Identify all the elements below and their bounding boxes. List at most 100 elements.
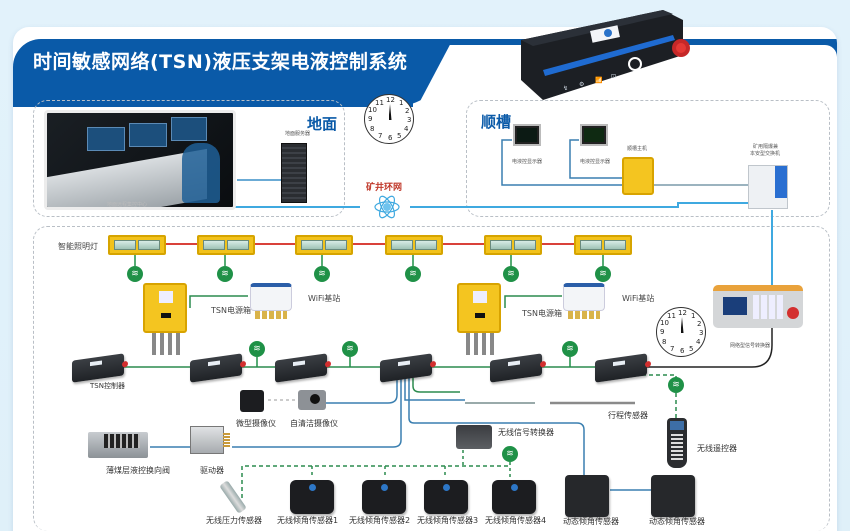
clock-hand (680, 317, 684, 333)
tsn-power-box (457, 283, 501, 333)
ground-zone-label: 地面 (307, 115, 338, 133)
lighting-lamp (484, 235, 542, 255)
clock-number: 5 (397, 132, 402, 140)
dynamic-tilt-sensor (651, 475, 695, 517)
wireless-signal-converter (456, 425, 492, 449)
trough-host-label: 顺槽主机 (627, 146, 648, 152)
clock-number: 7 (670, 345, 675, 353)
clock-number: 5 (689, 345, 694, 353)
clock-number: 4 (404, 125, 409, 133)
clock-number: 1 (691, 312, 696, 320)
tsn-controller-label: TSN控制器 (90, 382, 125, 390)
clock-number: 9 (368, 115, 373, 123)
clock-number: 6 (680, 347, 685, 355)
ring-network-label: 矿井环网 (366, 183, 403, 193)
wifi-base-station-connectors (568, 311, 600, 319)
wireless-tilt-sensor (424, 480, 468, 514)
wifi-icon: ≋ (502, 446, 518, 462)
lighting-lamp (108, 235, 166, 255)
clock-number: 11 (375, 99, 384, 107)
bottom-clock: 12 1 2 3 4 5 6 7 8 9 10 11 (656, 307, 706, 357)
clock-hand (388, 104, 392, 120)
wireless-tilt-sensor (362, 480, 406, 514)
wireless-remote-label: 无线遥控器 (697, 444, 737, 453)
svg-text:⊡: ⊡ (611, 73, 616, 80)
wireless-signal-converter-label: 无线信号转换器 (498, 428, 554, 437)
tsn-controller-product-image: ↯ ⚙ 📶 ⊡ (513, 0, 691, 100)
clock-number: 8 (662, 338, 667, 346)
lighting-lamp (385, 235, 443, 255)
control-room-image: 地面远程集控中心 (44, 110, 236, 210)
clock-number: 7 (378, 132, 383, 140)
self-cleaning-camera (298, 390, 326, 410)
tsn-power-box-label: TSN电源箱 (211, 306, 251, 315)
power-box-cables (466, 333, 496, 355)
clock-number: 3 (407, 116, 412, 124)
wifi-icon: ≋ (342, 341, 358, 357)
clock-number: 11 (667, 312, 676, 320)
ring-network-icon (374, 194, 400, 220)
ground-server-label: 地面服务器 (285, 131, 311, 137)
clock-number: 4 (696, 338, 701, 346)
wifi-base-station-label: WiFi基站 (308, 294, 341, 303)
wireless-tilt-sensor (290, 480, 334, 514)
wifi-base-station-label: WiFi基站 (622, 294, 655, 303)
wireless-tilt-sensor-label: 无线倾角传感器1 (277, 516, 339, 525)
trough-display-2 (580, 124, 608, 146)
wifi-base-station (250, 283, 292, 311)
lighting-lamp (295, 235, 353, 255)
tsn-power-box (143, 283, 187, 333)
driver-label: 驱动器 (200, 466, 224, 475)
driver (190, 426, 230, 454)
svg-text:📶: 📶 (595, 76, 603, 84)
dynamic-tilt-sensor-label: 动态倾角传感器 (563, 517, 619, 526)
trough-zone-label: 顺槽 (481, 113, 512, 131)
trough-display-2-label: 电液控显示器 (580, 159, 611, 165)
wireless-remote-control (667, 418, 687, 468)
wifi-icon: ≋ (405, 266, 421, 282)
network-signal-converter-label: 网络型信号转换器 (730, 343, 771, 349)
wireless-tilt-sensor-label: 无线倾角传感器3 (417, 516, 479, 525)
clock-number: 2 (405, 107, 410, 115)
wireless-pressure-sensor-label: 无线压力传感器 (206, 516, 262, 525)
trough-switch-label-line1: 矿用隔爆兼 (753, 144, 779, 150)
hydraulic-valve (88, 432, 148, 458)
wireless-tilt-sensor (492, 480, 536, 514)
top-clock: 12 1 2 3 4 5 6 7 8 9 10 11 (364, 94, 414, 144)
wifi-icon: ≋ (503, 266, 519, 282)
micro-camera-label: 微型摄像仪 (236, 419, 276, 428)
clock-number: 3 (699, 329, 704, 337)
trough-host (622, 157, 654, 195)
clock-number: 6 (388, 134, 393, 142)
power-box-cables (152, 333, 182, 355)
hydraulic-valve-label: 薄煤层液控换向阀 (106, 466, 170, 475)
clock-number: 12 (678, 309, 687, 317)
clock-number: 1 (399, 99, 404, 107)
title-banner-rule-end (823, 39, 837, 79)
wifi-base-station (563, 283, 605, 311)
lighting-lamp (574, 235, 632, 255)
wifi-base-station-connectors (255, 311, 287, 319)
svg-text:⚙: ⚙ (579, 81, 584, 88)
wifi-icon: ≋ (127, 266, 143, 282)
title-banner (13, 39, 413, 107)
page-title: 时间敏感网络(TSN)液压支架电液控制系统 (33, 51, 408, 73)
clock-number: 9 (660, 328, 665, 336)
dynamic-tilt-sensor (565, 475, 609, 517)
clock-number: 2 (697, 320, 702, 328)
micro-camera (240, 390, 264, 412)
lamp-label: 智能照明灯 (58, 242, 98, 251)
wifi-icon: ≋ (668, 377, 684, 393)
lighting-lamp (197, 235, 255, 255)
trough-display-1 (513, 124, 541, 146)
wireless-tilt-sensor-label: 无线倾角传感器4 (485, 516, 547, 525)
clock-number: 10 (660, 319, 669, 327)
ground-server (281, 143, 307, 203)
face-zone (33, 226, 830, 531)
trough-switch-label-line2: 本安型交换机 (750, 151, 781, 157)
control-room-caption: 地面远程集控中心 (107, 202, 148, 208)
svg-text:↯: ↯ (563, 85, 568, 92)
trough-zone (466, 100, 830, 217)
wifi-icon: ≋ (249, 341, 265, 357)
clock-number: 12 (386, 96, 395, 104)
